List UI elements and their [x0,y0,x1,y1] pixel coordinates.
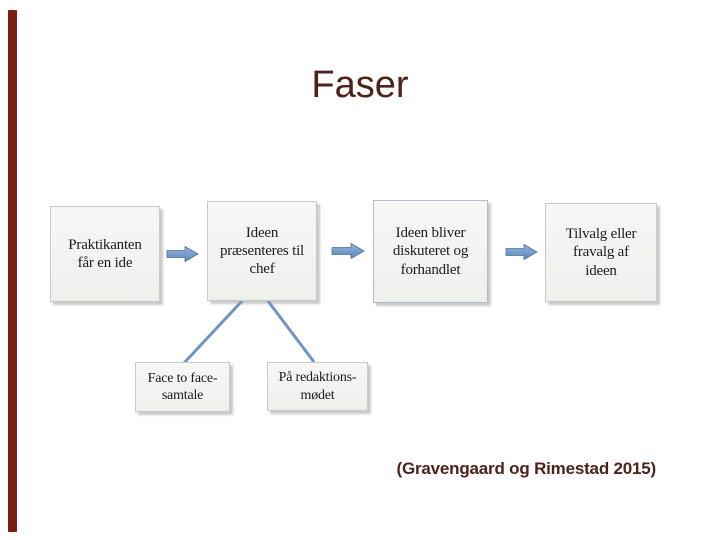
node-text-line: får en ide [77,255,133,271]
node-text-line: Ideen [245,224,279,241]
sub-box-facetoface: Face to face- samtale [135,362,230,412]
node-text-line: På redaktions- [278,370,357,386]
node-text-line: fravalg af [573,244,629,261]
accent-bar [8,10,17,532]
node-text-line: chef [249,261,275,278]
node-text-line: præsenteres til [219,242,305,259]
node-text-line: diskuteret og [392,243,469,260]
node-text-line: Praktikanten [68,236,142,253]
connector-line [182,299,244,365]
citation: (Gravengaard og Rimestad 2015) [396,459,657,478]
node-text-line: Ideen bliver [395,225,466,242]
node-text-line: Tilvalg eller [565,226,637,243]
flow-box-praesenteres: Ideen præsenteres til chef [207,201,317,301]
flow-box-tilvalg: Tilvalg eller fravalg af ideen [545,203,657,302]
node-text-line: mødet [300,387,335,403]
slide-title: Faser [311,64,409,107]
flow-box-diskuteret: Ideen bliver diskuteret og forhandlet [373,200,488,303]
node-text-line: samtale [161,388,204,403]
connector-line [266,300,316,363]
node-text-line: forhandlet [400,261,461,278]
node-text-line: Face to face- [147,370,218,386]
flow-arrow-icon [166,245,199,263]
node-text-line: ideen [585,262,617,279]
flow-box-praktikanten: Praktikanten får en ide [50,206,160,302]
flow-arrow-icon [505,243,538,261]
sub-box-redaktionsmoede: På redaktions- mødet [267,362,368,411]
flow-arrow-icon [331,242,365,260]
